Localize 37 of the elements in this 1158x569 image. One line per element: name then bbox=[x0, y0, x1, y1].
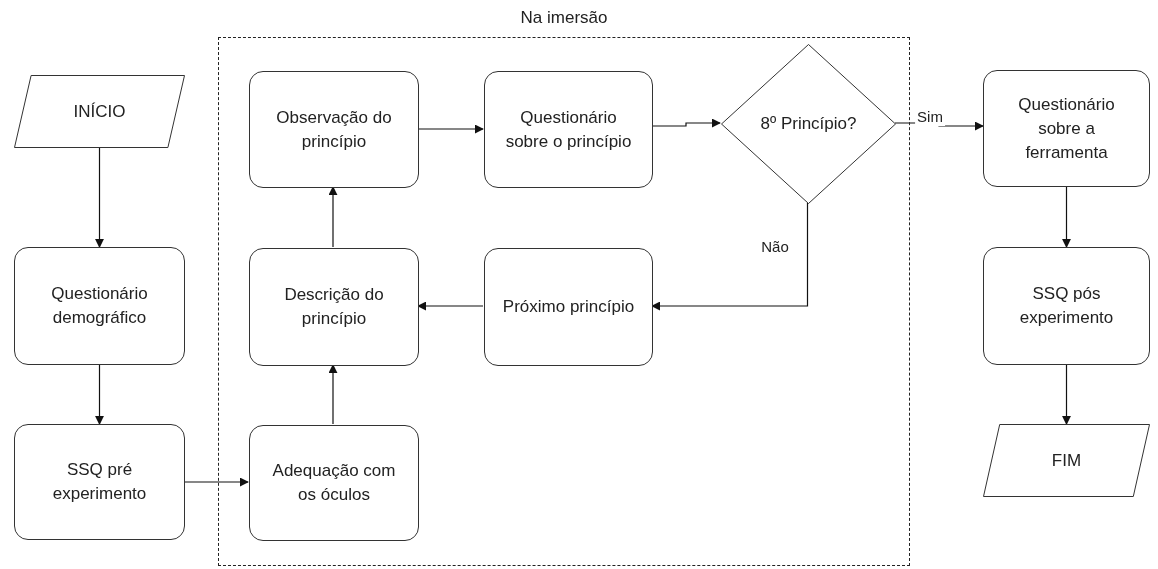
process-box bbox=[983, 70, 1150, 187]
arrow bbox=[328, 186, 338, 248]
node-label: Próximo princípio bbox=[501, 296, 636, 318]
node-label: 8º Princípio? bbox=[759, 113, 858, 135]
node-label: Descrição do princípio bbox=[283, 284, 385, 330]
process-box bbox=[983, 247, 1150, 365]
node-label: Adequação com os óculos bbox=[271, 460, 397, 506]
group-heading: Na imersão bbox=[519, 7, 609, 29]
arrow bbox=[1062, 364, 1071, 425]
arrow bbox=[651, 202, 809, 311]
node-label: Observação do princípio bbox=[275, 106, 393, 153]
process-box bbox=[249, 425, 419, 541]
arrow bbox=[95, 364, 104, 425]
node-label: INÍCIO bbox=[72, 100, 127, 123]
node-label: FIM bbox=[1050, 449, 1083, 472]
arrow bbox=[417, 301, 484, 311]
node-label: Questionário demográfico bbox=[50, 283, 149, 329]
process-box bbox=[14, 424, 185, 540]
node-label: SSQ pós experimento bbox=[1018, 283, 1115, 329]
node-label: SSQ pré experimento bbox=[51, 459, 148, 505]
arrow bbox=[95, 147, 104, 248]
process-box bbox=[484, 71, 653, 188]
process-box bbox=[14, 247, 185, 365]
terminal-parallelogram bbox=[983, 424, 1150, 497]
terminal-parallelogram bbox=[14, 75, 185, 148]
node-label: Questionário sobre o princípio bbox=[504, 106, 633, 153]
arrow bbox=[328, 364, 338, 425]
decision-diamond bbox=[721, 44, 896, 204]
node-label: Questionário sobre a ferramenta bbox=[1017, 93, 1116, 164]
arrow bbox=[184, 477, 249, 487]
arrow bbox=[651, 118, 721, 128]
edge-label: Sim bbox=[915, 108, 945, 126]
process-box bbox=[484, 248, 653, 366]
process-box bbox=[249, 71, 419, 188]
arrow bbox=[417, 124, 484, 134]
arrow bbox=[1062, 186, 1071, 248]
process-box bbox=[249, 248, 419, 366]
